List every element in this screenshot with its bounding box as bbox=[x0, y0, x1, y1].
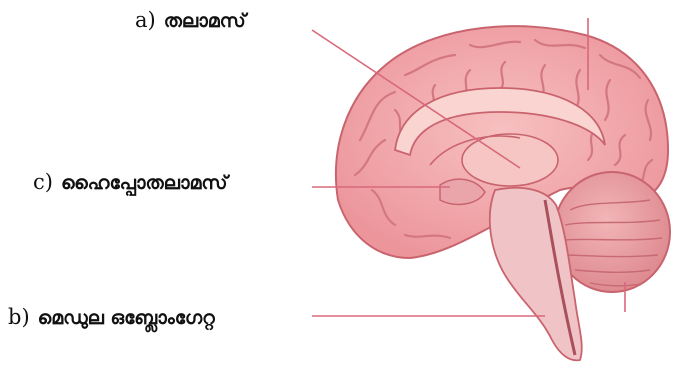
label-text-medulla-oblongata: മെഡുല ഒബ്ലോംഗേറ്റ bbox=[38, 307, 215, 329]
label-text-thalamus: തലാമസ് bbox=[164, 10, 246, 32]
label-hypothalamus: c) ഹൈപ്പോതലാമസ് bbox=[33, 170, 227, 194]
label-medulla-oblongata: b) മെഡുല ഒബ്ലോംഗേറ്റ bbox=[8, 305, 215, 329]
label-text-hypothalamus: ഹൈപ്പോതലാമസ് bbox=[61, 172, 227, 194]
label-thalamus: a) തലാമസ് bbox=[135, 8, 246, 32]
label-letter-b: b) bbox=[8, 305, 30, 329]
label-letter-a: a) bbox=[135, 8, 156, 32]
thalamus bbox=[462, 134, 558, 186]
label-letter-c: c) bbox=[33, 170, 53, 194]
